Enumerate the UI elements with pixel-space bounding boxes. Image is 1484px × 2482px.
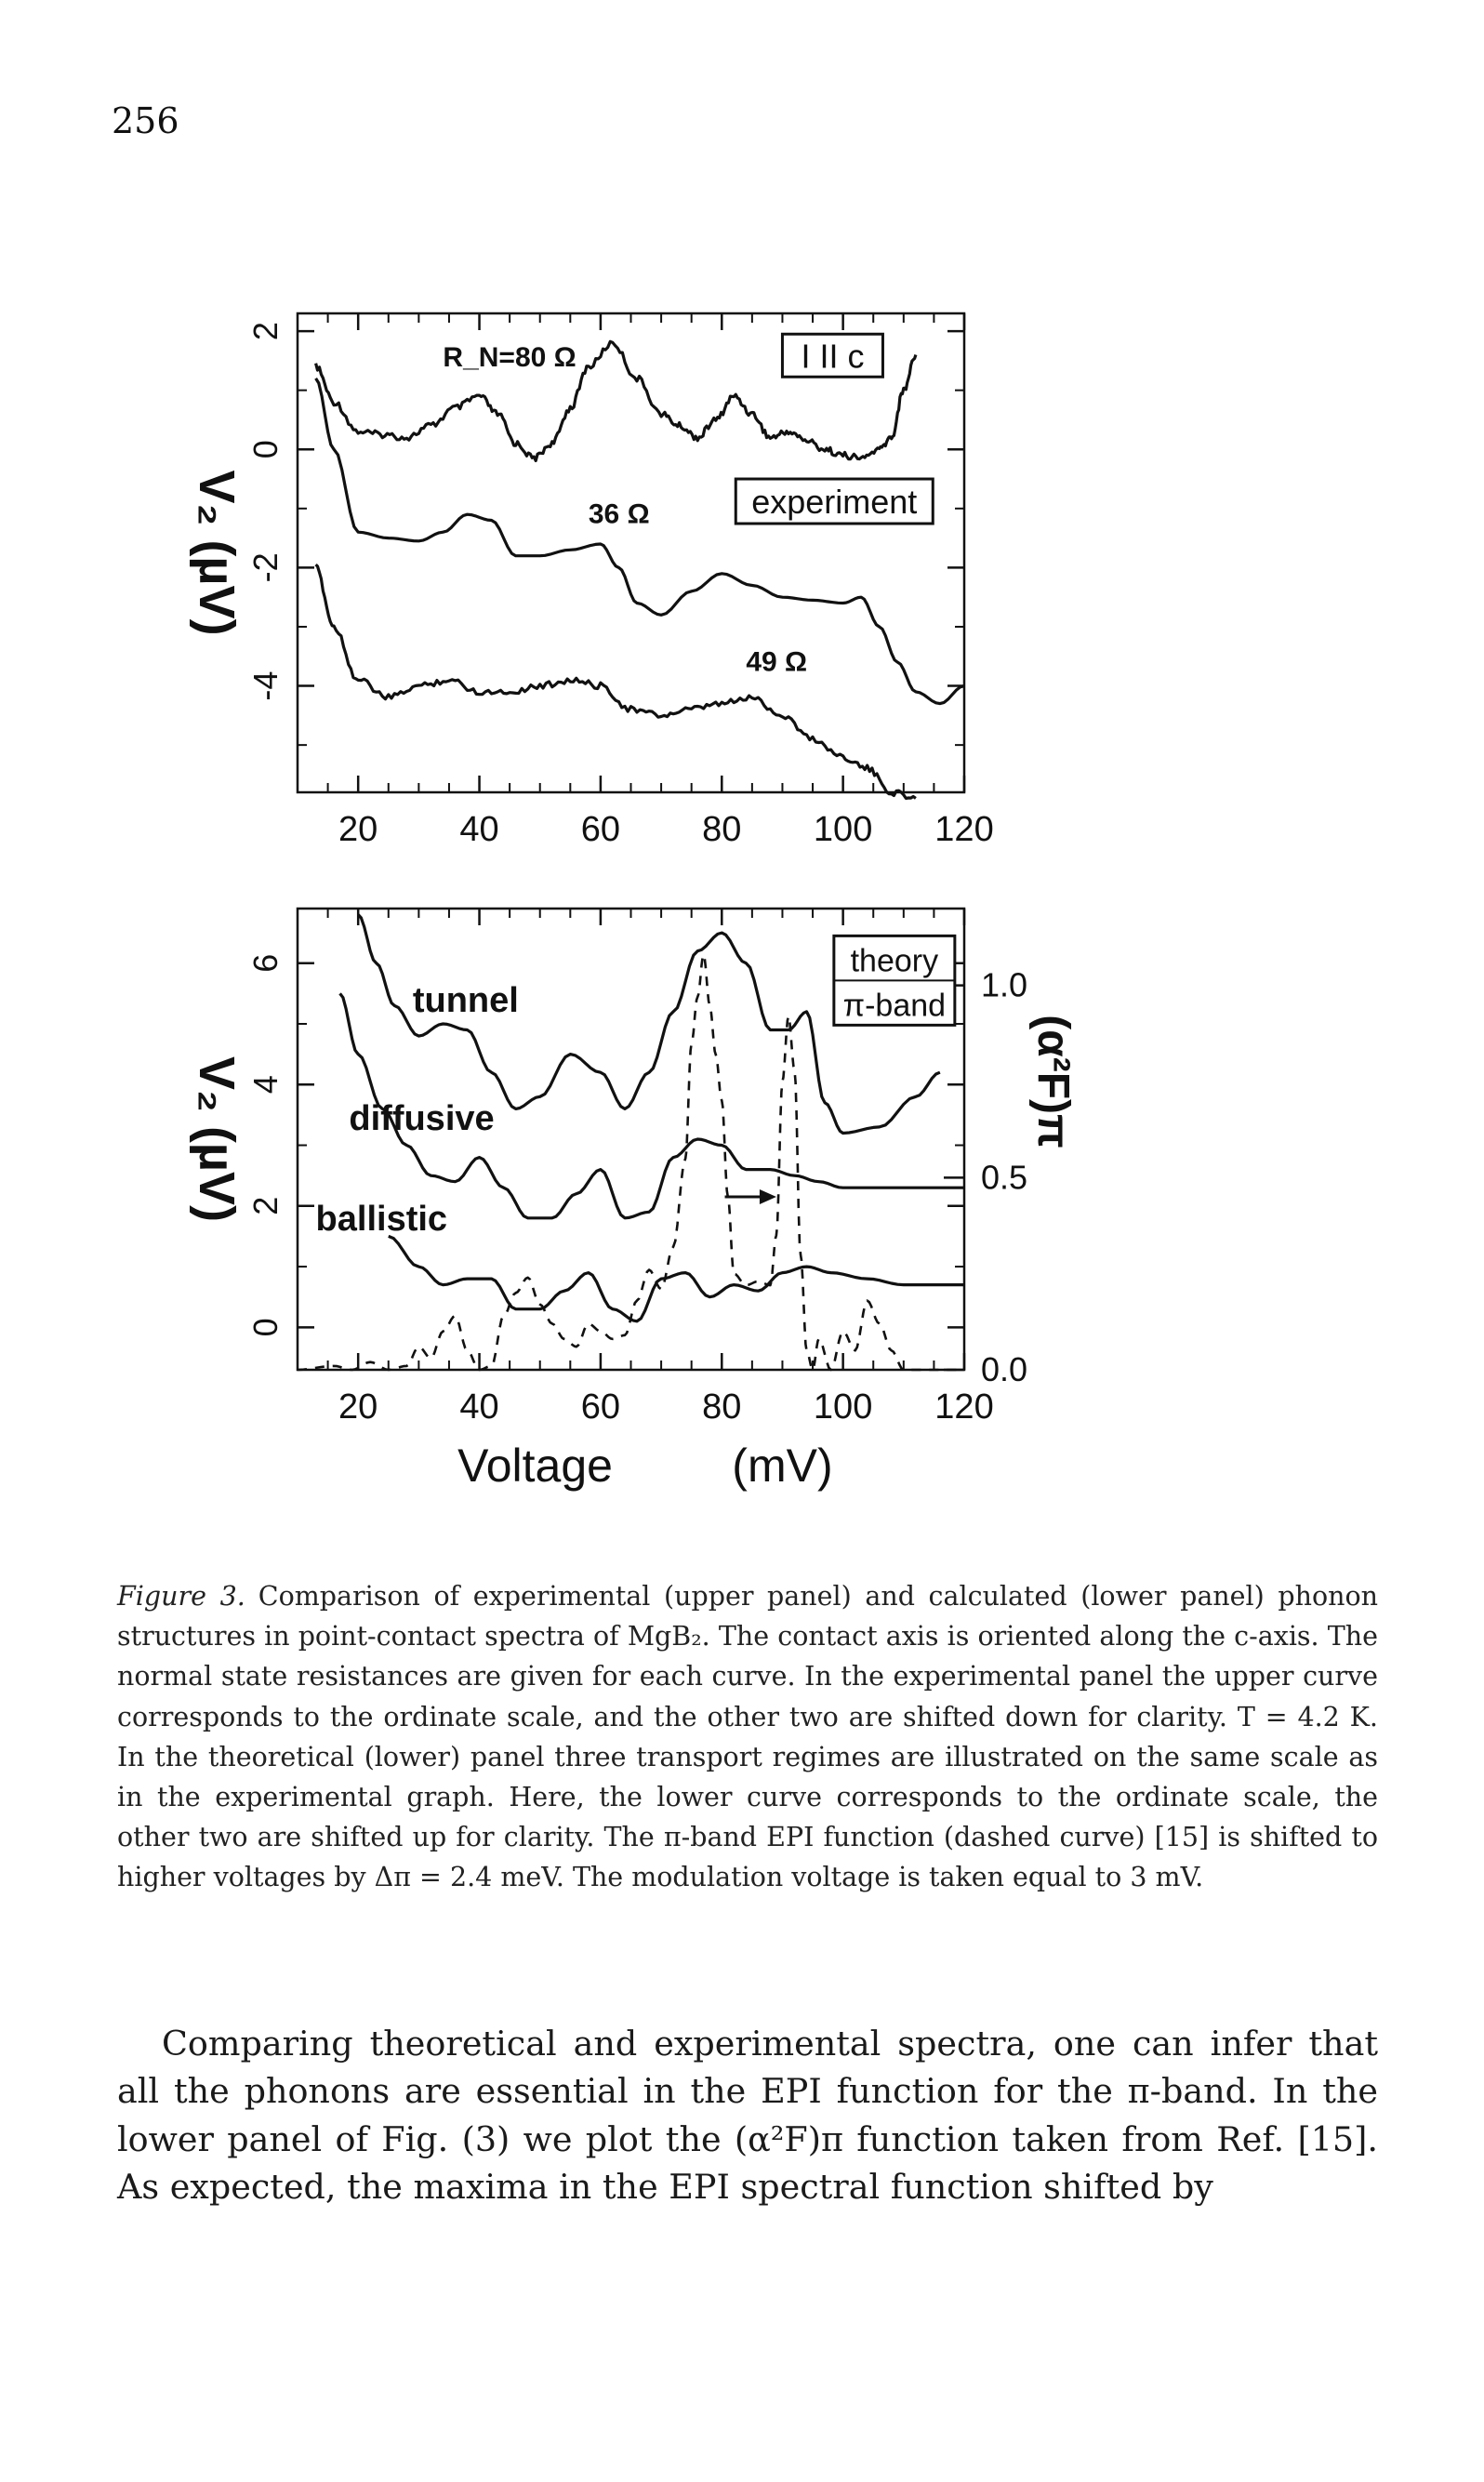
y-tick-label: 0 xyxy=(246,440,285,458)
y-tick-label: 6 xyxy=(246,954,285,973)
series-line-tunnel xyxy=(357,913,941,1135)
series-label-diffusive: diffusive xyxy=(349,1099,494,1138)
x-tick-label: 60 xyxy=(581,810,620,849)
figure-caption: Figure 3.Comparison of experimental (upp… xyxy=(117,1576,1378,1897)
y-axis-label: V₂ (µV) xyxy=(189,1056,245,1222)
series-line--band-epi xyxy=(297,953,964,1372)
y-tick-label: 0 xyxy=(246,1318,285,1336)
legend-theory-label: theory xyxy=(851,943,939,978)
series-label-ballistic: ballistic xyxy=(316,1200,448,1239)
y2-axis-label: (α²F)π xyxy=(1028,1015,1078,1148)
annotation-rn80: R_N=80 Ω xyxy=(443,342,576,373)
shift-arrow-head xyxy=(759,1189,776,1204)
body-paragraph: Comparing theoretical and experimental s… xyxy=(117,2024,1378,2208)
x-tick-label: 120 xyxy=(934,1387,993,1427)
x-axis-label-quantity: Voltage xyxy=(457,1440,613,1492)
caption-label: Figure 3. xyxy=(117,1581,245,1612)
legend-pi-band-label: π-band xyxy=(843,988,946,1023)
series-line-diffusive xyxy=(338,992,964,1220)
y2-tick-label: 0.0 xyxy=(981,1350,1027,1388)
y-tick-label: 2 xyxy=(246,322,285,340)
y-tick-label: 4 xyxy=(246,1075,285,1094)
x-tick-label: 100 xyxy=(814,1387,872,1427)
y-tick-label: 2 xyxy=(246,1197,285,1215)
x-tick-label: 20 xyxy=(338,810,378,849)
x-tick-label: 60 xyxy=(581,1387,620,1427)
series-line-49- xyxy=(314,563,917,801)
page-number: 256 xyxy=(112,100,179,141)
plot-frame xyxy=(296,312,966,794)
x-tick-label: 120 xyxy=(934,810,993,849)
legend-box-experiment xyxy=(734,477,934,525)
series-line-ballistic xyxy=(388,1234,964,1323)
legend-orientation-label: I II c xyxy=(801,337,864,375)
y-tick-label: -2 xyxy=(246,552,285,582)
y2-tick-label: 1.0 xyxy=(981,966,1027,1004)
y2-tick-label: 0.5 xyxy=(981,1158,1027,1196)
y-tick-label: -4 xyxy=(246,671,285,701)
x-tick-label: 100 xyxy=(814,810,872,849)
x-tick-label: 80 xyxy=(702,1387,741,1427)
annotation-49: 49 Ω xyxy=(746,647,807,678)
x-tick-label: 40 xyxy=(459,1387,498,1427)
annotation-36: 36 Ω xyxy=(589,499,650,530)
legend-experiment-label: experiment xyxy=(751,483,917,521)
x-tick-label: 80 xyxy=(702,810,741,849)
x-axis-label-unit: (mV) xyxy=(732,1440,832,1492)
caption-text: Comparison of experimental (upper panel)… xyxy=(117,1581,1378,1893)
legend-box-orientation xyxy=(780,332,884,378)
series-label-tunnel: tunnel xyxy=(413,981,519,1020)
series-line-r-n-80- xyxy=(314,339,918,462)
x-tick-label: 40 xyxy=(459,810,498,849)
x-tick-label: 20 xyxy=(338,1387,378,1427)
series-line-36- xyxy=(314,378,965,706)
body-text: Comparing theoretical and experimental s… xyxy=(117,2020,1378,2211)
y-axis-label: V₂ (µV) xyxy=(189,470,245,635)
